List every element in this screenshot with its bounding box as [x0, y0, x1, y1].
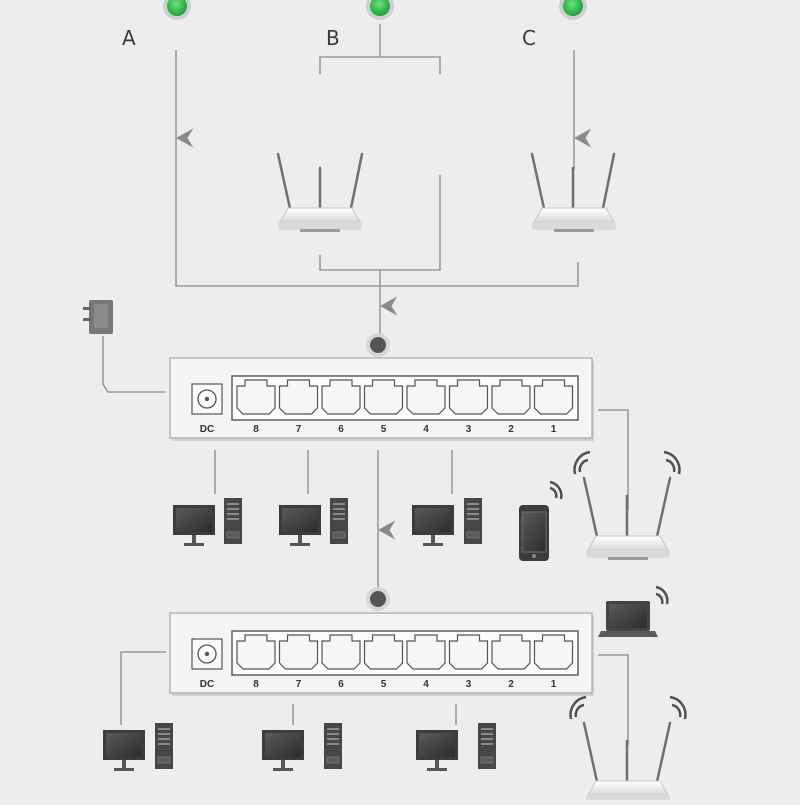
wifi-signal-icon-router-1-left	[573, 450, 591, 475]
ethernet-port-1-switch-2	[533, 634, 574, 670]
smartphone-icon	[519, 505, 549, 561]
junction-dot-top	[366, 333, 390, 357]
ethernet-port-5-switch-2	[363, 634, 404, 670]
port-label-8-switch-1: 8	[253, 424, 259, 435]
port-label-5-switch-1: 5	[381, 424, 387, 435]
dc-power-jack-1	[191, 383, 223, 415]
connection-lines	[102, 24, 629, 745]
wall-router-icon-2	[530, 152, 616, 232]
wifi-signal-icon-router-2-right	[669, 695, 687, 720]
ethernet-port-3-switch-2	[448, 634, 489, 670]
port-label-7-switch-2: 7	[296, 679, 302, 690]
wall-router-icon-1	[276, 152, 364, 232]
wifi-router-icon-2	[582, 721, 672, 800]
ethernet-port-8-switch-2	[236, 634, 276, 670]
port-label-2-switch-1: 2	[508, 424, 514, 435]
network-switch-2: DC 8 7 6 5 4 3 2 1	[169, 612, 594, 696]
port-label-8-switch-2: 8	[253, 679, 259, 690]
port-label-4-switch-1: 4	[423, 424, 429, 435]
ethernet-port-1-switch-1	[533, 379, 574, 415]
wifi-signal-icon-laptop	[655, 585, 669, 605]
port-label-6-switch-2: 6	[338, 679, 344, 690]
port-label-6-switch-1: 6	[338, 424, 344, 435]
port-label-5-switch-2: 5	[381, 679, 387, 690]
laptop-icon	[598, 601, 658, 637]
ethernet-port-8-switch-1	[236, 379, 276, 415]
port-label-1-switch-2: 1	[551, 679, 557, 690]
dc-label-1: DC	[200, 424, 214, 435]
desktop-computer-icon-6	[416, 723, 496, 771]
input-label-c: C	[522, 26, 536, 50]
ethernet-port-6-switch-1	[321, 379, 361, 415]
ethernet-port-4-switch-1	[406, 379, 446, 415]
ethernet-port-2-switch-2	[491, 634, 531, 670]
port-label-4-switch-2: 4	[423, 679, 429, 690]
ethernet-port-5-switch-1	[363, 379, 404, 415]
desktop-computer-icon-4	[103, 723, 173, 771]
desktop-computer-icon-1	[173, 498, 242, 546]
port-label-1-switch-1: 1	[551, 424, 557, 435]
status-indicator-c	[559, 0, 587, 20]
wifi-signal-icon-phone	[549, 480, 563, 500]
desktop-computer-icon-5	[262, 723, 342, 771]
junction-dot-bottom	[366, 587, 390, 611]
desktop-computer-icon-3	[412, 498, 482, 546]
wifi-signal-icon-router-2-left	[569, 695, 587, 720]
ethernet-port-7-switch-2	[278, 634, 319, 670]
port-label-3-switch-2: 3	[466, 679, 472, 690]
input-label-b: B	[326, 26, 340, 50]
power-adapter-icon	[83, 300, 113, 334]
network-switch-1: DC 8 7 6 5 4 3 2 1	[169, 357, 594, 441]
status-indicator-b	[366, 0, 394, 20]
ethernet-port-7-switch-1	[278, 379, 319, 415]
ethernet-port-2-switch-1	[491, 379, 531, 415]
ethernet-port-3-switch-1	[448, 379, 489, 415]
port-label-3-switch-1: 3	[466, 424, 472, 435]
ethernet-port-6-switch-2	[321, 634, 361, 670]
port-label-7-switch-1: 7	[296, 424, 302, 435]
desktop-computer-icon-2	[279, 498, 348, 546]
dc-power-jack-2	[191, 638, 223, 670]
ethernet-port-4-switch-2	[406, 634, 446, 670]
status-indicator-a	[163, 0, 191, 20]
wifi-router-icon-1	[582, 476, 672, 560]
input-label-a: A	[122, 26, 136, 50]
dc-label-2: DC	[200, 679, 214, 690]
wifi-signal-icon-router-1-right	[663, 450, 681, 475]
port-label-2-switch-2: 2	[508, 679, 514, 690]
